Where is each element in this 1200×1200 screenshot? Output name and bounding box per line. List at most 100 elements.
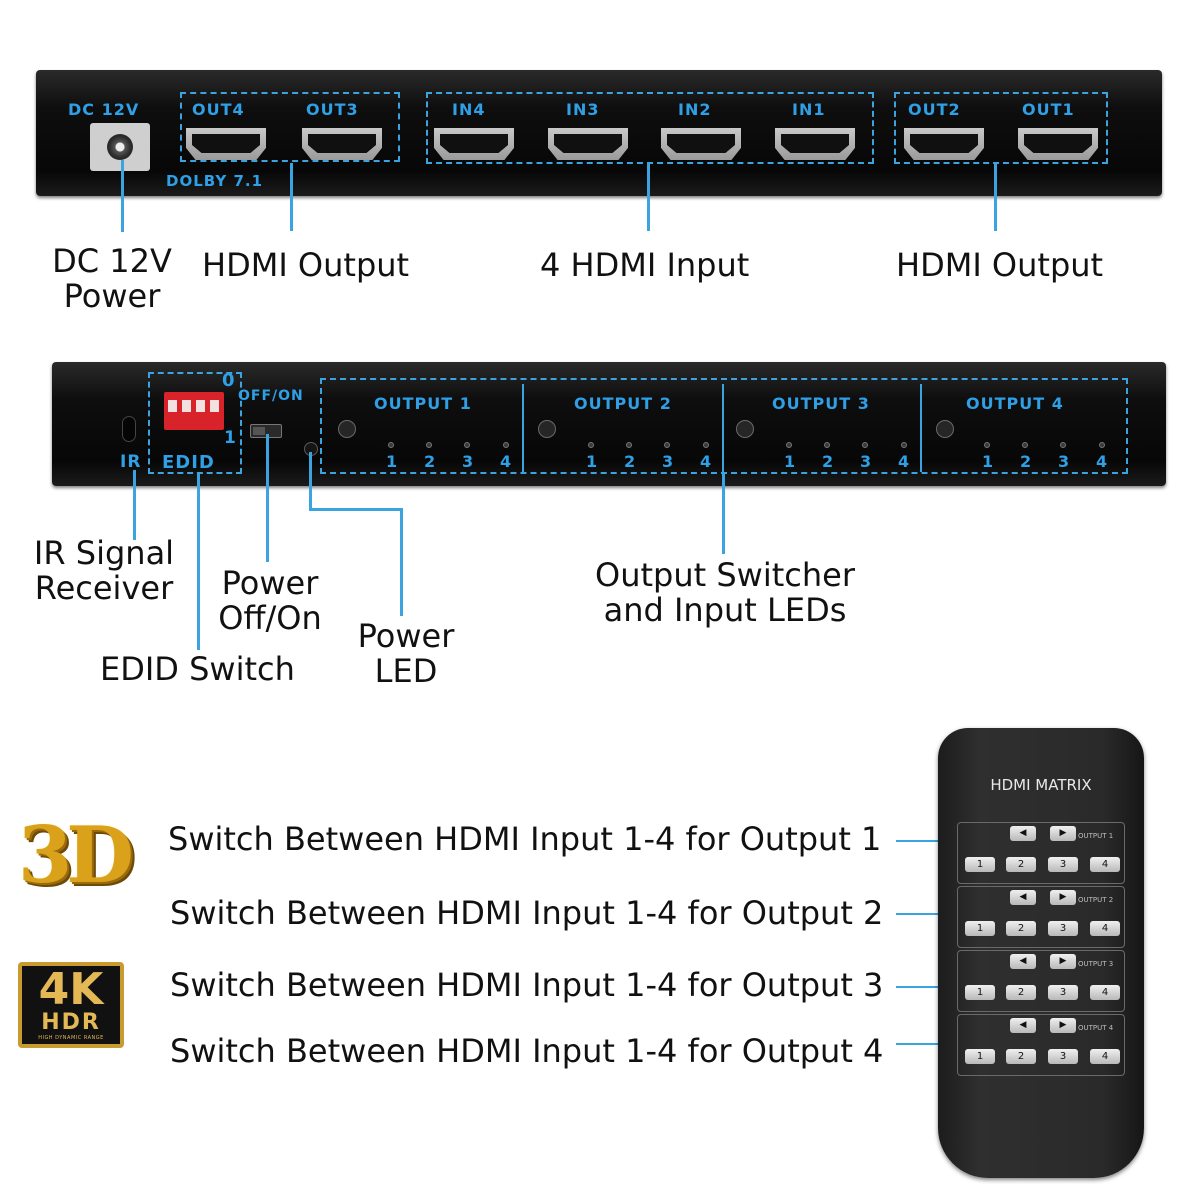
- callout-line-edid: [197, 474, 200, 650]
- output-1-led-1: [388, 442, 394, 448]
- in3-label: IN3: [566, 100, 600, 119]
- remote-button-o4-3[interactable]: 3: [1048, 1049, 1078, 1064]
- output-2-led-3: [664, 442, 670, 448]
- remote-button-o2-1[interactable]: 1: [965, 921, 995, 936]
- remote-button-o1-3[interactable]: 3: [1048, 857, 1078, 872]
- remote-next-button-1[interactable]: ▶: [1050, 826, 1076, 841]
- hdmi-port-in4[interactable]: [434, 128, 514, 160]
- 4k-text: 4K: [38, 964, 104, 1015]
- out3-label: OUT3: [306, 100, 359, 119]
- caption-switcher-line2: and Input LEDs: [603, 591, 847, 629]
- remote-group-output-2: ◀ ▶ OUTPUT 2 1 2 3 4: [957, 886, 1125, 948]
- output-section-3: OUTPUT 3 1 2 3 4: [726, 384, 922, 472]
- remote-group-label-3: OUTPUT 3: [1078, 960, 1114, 968]
- 4k-hdr-logo: 4K HDR HIGH DYNAMIC RANGE: [18, 962, 124, 1048]
- callout-line-power-led-v1: [309, 452, 312, 510]
- caption-ir-receiver: IR Signal Receiver: [22, 536, 186, 606]
- remote-prev-button-3[interactable]: ◀: [1010, 954, 1036, 969]
- output-2-led-1: [588, 442, 594, 448]
- remote-button-o2-4[interactable]: 4: [1090, 921, 1120, 936]
- caption-output-switcher: Output Switcher and Input LEDs: [584, 558, 866, 628]
- output-group-left: [180, 92, 400, 162]
- callout-line-remote-1: [896, 840, 950, 842]
- remote-group-output-1: ◀ ▶ OUTPUT 1 1 2 3 4: [957, 822, 1125, 884]
- hdr-text: HDR: [41, 1010, 101, 1035]
- dip-1-label: 1: [224, 428, 237, 448]
- output-4-led-2: [1022, 442, 1028, 448]
- hdmi-port-in1[interactable]: [775, 128, 855, 160]
- rear-panel: DC 12V OUT4 OUT3 DOLBY 7.1 IN4 IN3 IN2 I…: [36, 70, 1162, 196]
- hdmi-port-out3[interactable]: [302, 128, 382, 160]
- ir-label: IR: [120, 452, 142, 472]
- hdr-subtext: HIGH DYNAMIC RANGE: [38, 1035, 104, 1041]
- remote-button-o3-2[interactable]: 2: [1006, 985, 1036, 1000]
- ir-window: [122, 416, 136, 442]
- output-1-led-4: [503, 442, 509, 448]
- output-2-num-1: 1: [586, 452, 598, 471]
- dc-power-jack[interactable]: [90, 123, 150, 171]
- caption-power-switch-line1: Power: [221, 564, 319, 602]
- remote-control: HDMI MATRIX ◀ ▶ OUTPUT 1 1 2 3 4 ◀ ▶ OUT…: [938, 728, 1144, 1178]
- out2-label: OUT2: [908, 100, 961, 119]
- caption-ir-line1: IR Signal: [33, 534, 175, 572]
- remote-prev-button-4[interactable]: ◀: [1010, 1018, 1036, 1033]
- remote-button-o2-3[interactable]: 3: [1048, 921, 1078, 936]
- remote-group-label-2: OUTPUT 2: [1078, 896, 1114, 904]
- callout-line-remote-2: [896, 913, 950, 915]
- remote-button-o1-4[interactable]: 4: [1090, 857, 1120, 872]
- input-group: [426, 92, 874, 164]
- hdmi-port-in2[interactable]: [661, 128, 741, 160]
- remote-button-o4-1[interactable]: 1: [965, 1049, 995, 1064]
- edid-dip-switch[interactable]: [164, 392, 224, 430]
- output-2-num-3: 3: [662, 452, 674, 471]
- output-3-led-2: [824, 442, 830, 448]
- output-3-num-2: 2: [822, 452, 834, 471]
- remote-next-button-2[interactable]: ▶: [1050, 890, 1076, 905]
- output-2-num-2: 2: [624, 452, 636, 471]
- caption-ir-line2: Receiver: [34, 569, 174, 607]
- remote-button-o3-3[interactable]: 3: [1048, 985, 1078, 1000]
- output-2-num-4: 4: [700, 452, 712, 471]
- output-1-select-button[interactable]: [338, 420, 356, 438]
- remote-group-output-3: ◀ ▶ OUTPUT 3 1 2 3 4: [957, 950, 1125, 1012]
- callout-line-ir: [133, 470, 136, 540]
- remote-caption-output-4: Switch Between HDMI Input 1-4 for Output…: [170, 1032, 884, 1070]
- output-2-led-2: [626, 442, 632, 448]
- remote-next-button-3[interactable]: ▶: [1050, 954, 1076, 969]
- remote-prev-button-1[interactable]: ◀: [1010, 826, 1036, 841]
- remote-button-o1-2[interactable]: 2: [1006, 857, 1036, 872]
- remote-button-o1-1[interactable]: 1: [965, 857, 995, 872]
- remote-button-o4-4[interactable]: 4: [1090, 1049, 1120, 1064]
- remote-button-o2-2[interactable]: 2: [1006, 921, 1036, 936]
- callout-line-dc: [121, 160, 124, 232]
- output-4-num-4: 4: [1096, 452, 1108, 471]
- dc-label: DC 12V: [68, 100, 140, 119]
- remote-next-button-4[interactable]: ▶: [1050, 1018, 1076, 1033]
- hdmi-port-out4[interactable]: [186, 128, 266, 160]
- output-3-led-3: [862, 442, 868, 448]
- output-4-select-button[interactable]: [936, 420, 954, 438]
- hdmi-port-out1[interactable]: [1018, 128, 1098, 160]
- caption-dc-line2: Power: [63, 277, 161, 315]
- remote-button-o4-2[interactable]: 2: [1006, 1049, 1036, 1064]
- output-3-label: OUTPUT 3: [772, 394, 870, 413]
- hdmi-port-out2[interactable]: [904, 128, 984, 160]
- output-3-select-button[interactable]: [736, 420, 754, 438]
- hdmi-port-in3[interactable]: [548, 128, 628, 160]
- output-2-select-button[interactable]: [538, 420, 556, 438]
- output-group-right: [894, 92, 1108, 164]
- remote-button-o3-1[interactable]: 1: [965, 985, 995, 1000]
- remote-prev-button-2[interactable]: ◀: [1010, 890, 1036, 905]
- front-panel: IR 0 1 EDID OFF/ON: [52, 362, 1166, 486]
- output-1-num-2: 2: [424, 452, 436, 471]
- output-1-num-1: 1: [386, 452, 398, 471]
- remote-button-o3-4[interactable]: 4: [1090, 985, 1120, 1000]
- output-4-label: OUTPUT 4: [966, 394, 1064, 413]
- output-4-led-1: [984, 442, 990, 448]
- output-3-led-1: [786, 442, 792, 448]
- output-3-led-4: [901, 442, 907, 448]
- callout-line-in: [647, 163, 650, 231]
- caption-dc-line1: DC 12V: [52, 242, 172, 280]
- remote-group-label-1: OUTPUT 1: [1078, 832, 1114, 840]
- callout-line-out-right: [994, 163, 997, 231]
